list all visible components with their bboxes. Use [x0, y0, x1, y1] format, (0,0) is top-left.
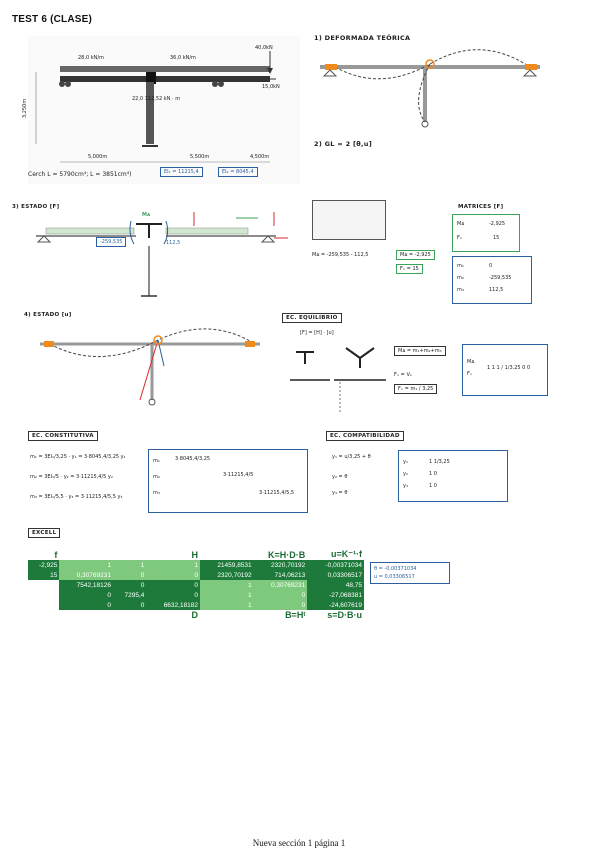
- excel-header-k: K=H·D·B: [268, 549, 306, 560]
- matrix-b-box: y₁ y₂ y₃ 1 1/3,25 1 0 1 0: [398, 450, 508, 502]
- matrix-h-values: 1 1 1 / 1/3,25 0 0: [487, 365, 531, 371]
- result-u: u = 0,03306517: [374, 574, 415, 580]
- compatibility-y1: y₁ = u/3,25 + θ: [332, 454, 371, 460]
- ma-equation: Mᴀ = -259,535 - 112,5: [312, 252, 369, 258]
- matrix-m-value-1: 0: [489, 263, 493, 269]
- compatibility-y3: y₃ = θ: [332, 490, 348, 496]
- matrix-b-row1: 1 1/3,25: [429, 459, 450, 465]
- state-f-diagram: [36, 212, 288, 297]
- excel-row-2: 15 0,30769231 0 0 2320,70192 714,06213 0…: [28, 570, 364, 580]
- result-theta: θ = -0,00371034: [374, 566, 417, 572]
- fx-result-box: Fₓ = 15: [396, 264, 423, 274]
- equilibrium-title: EC. EQUILIBRIO: [282, 313, 342, 323]
- matrix-d22: 3·11215,4/5: [223, 472, 254, 478]
- equilibrium-row1: [F] = [H] · [u]: [300, 330, 334, 336]
- span-mid-label: 5,500m: [190, 154, 210, 160]
- excel-header-u: u=K⁻¹·f: [331, 549, 362, 559]
- equilibrium-diagram: [290, 347, 386, 412]
- section-2-title: 2) GL = 2 [θ,u]: [314, 140, 372, 148]
- span-left-label: 5,000m: [88, 154, 108, 160]
- constitutive-m2: m₂ = 3EI₁/5 · y₂ = 3·11215,4/5 y₂: [30, 474, 113, 480]
- excel-header-h: H: [191, 549, 199, 560]
- ma-result-box: Mᴀ = -2,925: [396, 250, 435, 260]
- matrix-d33: 3·11215,4/5,5: [259, 490, 295, 496]
- matrix-d-box: m₁ m₂ m₃ 3·8045,4/3,25 3·11215,4/5 3·112…: [148, 449, 308, 513]
- state-f-ma-label: Mᴀ: [142, 212, 151, 218]
- ei1-box: EI₁ = 11215,4: [160, 167, 203, 177]
- matrix-f-box: Mᴀ Fₓ -2,925 15: [452, 214, 520, 252]
- results-box: θ = -0,00371034 u = 0,03306517: [370, 562, 450, 584]
- state-f-left-value: -259,535: [96, 237, 127, 247]
- section-3-title: 3) ESTADO [F]: [12, 204, 60, 210]
- excel-footer-b: B=Hᵗ: [285, 610, 306, 620]
- fx-v1-equation: Fₓ = V₁: [394, 372, 412, 378]
- ei2-box: EI₂ = 8045,4: [218, 167, 258, 177]
- height-label: 3,250m: [22, 98, 28, 118]
- matrix-m-value-3: 112,5: [489, 287, 504, 293]
- moment-label: 22,0 112,52 kN · m: [132, 96, 181, 102]
- matrix-h-box: Mᴀ Fₓ 1 1 1 / 1/3,25 0 0: [462, 344, 548, 396]
- matrix-f-value-1: -2,925: [489, 221, 506, 227]
- force-right-label: 15,0kN: [262, 84, 280, 90]
- state-f-right-value: 112,5: [166, 240, 181, 246]
- load-left-label: 28,0 kN/m: [78, 55, 104, 61]
- matrix-m-box: m₁ m₂ m₃ 0 -259,535 112,5: [452, 256, 532, 304]
- deformed-shape-diagram: [320, 49, 540, 128]
- section-1-title: 1) DEFORMADA TEÓRICA: [314, 34, 411, 42]
- compatibility-title: EC. COMPATIBILIDAD: [326, 431, 404, 441]
- page-title: TEST 6 (CLASE): [12, 14, 93, 25]
- excel-row-1: -2,925 1 1 1 21459,8531 2320,70192 -0,00…: [28, 560, 364, 570]
- section-4-title: 4) ESTADO [u]: [24, 312, 72, 318]
- excel-footer-d: D: [191, 610, 199, 620]
- properties-label: Cerch L = 5790cm⁴; L = 3851cm⁴): [28, 171, 132, 178]
- state-u-diagram: [40, 328, 260, 406]
- ma-sum-equation: Mᴀ = m₁+m₂+m₃: [394, 346, 446, 356]
- constitutive-m3: m₃ = 3EI₁/5,5 · y₃ = 3·11215,4/5,5 y₃: [30, 494, 123, 500]
- span-right-label: 4,500m: [250, 154, 270, 160]
- force-top-label: 40,0kN: [255, 45, 273, 51]
- excel-header-f: f: [54, 549, 58, 560]
- equilibrium-node-box: [312, 200, 386, 240]
- excel-row-5: 0 0 6632,18182 1 0 -24,607619: [28, 600, 364, 610]
- constitutive-title: EC. CONSTITUTIVA: [28, 431, 98, 441]
- excel-row-3: 7542,18126 0 0 1 0,30769231 48,75: [28, 580, 364, 590]
- page-footer: Nueva sección 1 página 1: [252, 838, 346, 848]
- excel-table: f H K=H·D·B u=K⁻¹·f -2,925 1 1 1 21459,8…: [28, 549, 364, 620]
- matrices-title: MATRICES [F]: [458, 204, 504, 210]
- fx-frac-equation: Fₓ = m₁ / 3,25: [394, 384, 438, 394]
- compatibility-y2: y₂ = θ: [332, 474, 348, 480]
- load-right-label: 36,0 kN/m: [170, 55, 196, 61]
- matrix-f-value-2: 15: [493, 235, 500, 241]
- excel-title: EXCELL: [28, 528, 61, 538]
- matrix-m-value-2: -259,535: [489, 275, 512, 281]
- structure-diagram: [28, 36, 300, 184]
- excel-footer-s: s=D·B·u: [327, 610, 362, 620]
- matrix-b-row3: 1 0: [429, 483, 437, 489]
- matrix-d11: 3·8045,4/3,25: [175, 456, 211, 462]
- constitutive-m1: m₁ = 3EI₁/3,25 · y₁ = 3·8045,4/3,25 y₁: [30, 454, 126, 460]
- matrix-b-row2: 1 0: [429, 471, 437, 477]
- excel-row-4: 0 7295,4 0 1 0 -27,068381: [28, 590, 364, 600]
